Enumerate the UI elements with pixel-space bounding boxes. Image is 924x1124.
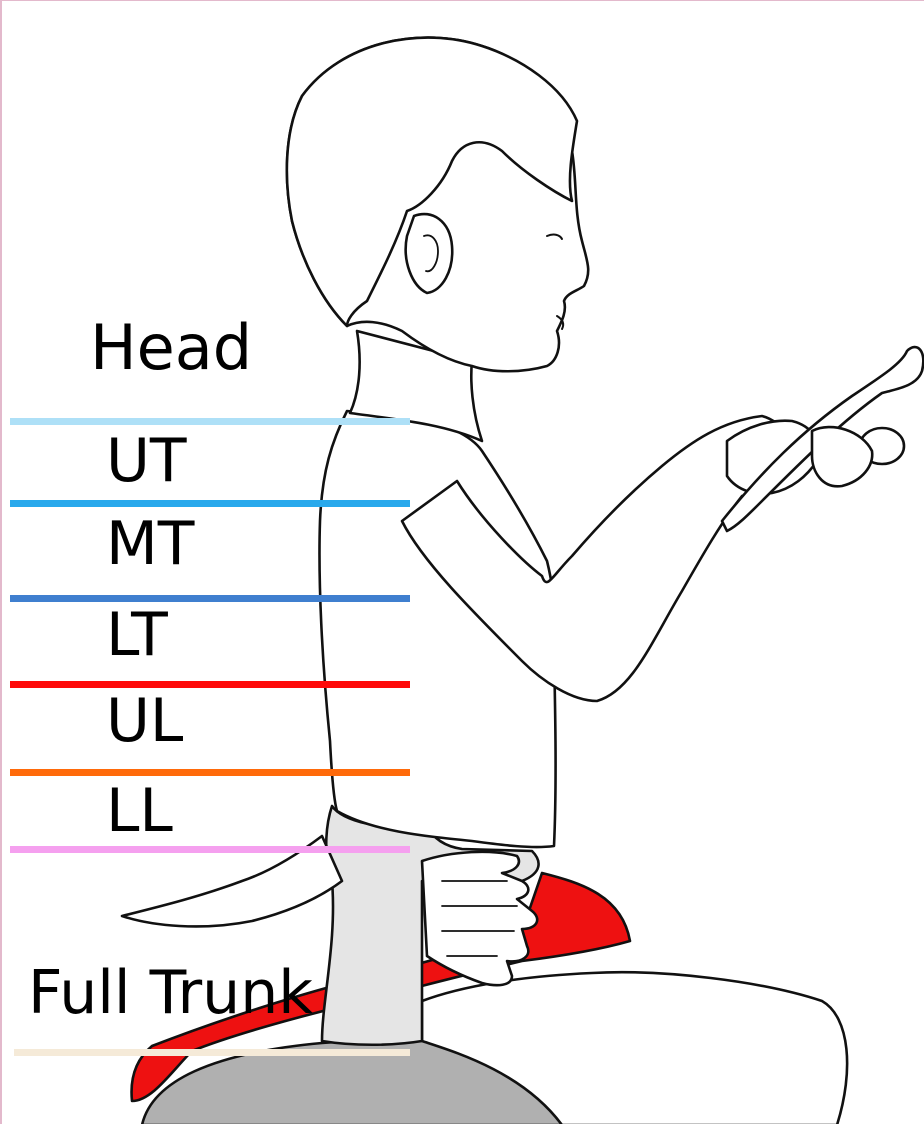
mt-label: MT [106,514,194,574]
ll-pelvis-boundary-line [10,846,410,853]
ul-ll-boundary-line [10,769,410,776]
head-label: Head [90,317,252,379]
full-trunk-boundary-line [14,1049,410,1056]
ut-mt-boundary-line [10,500,410,507]
ul-label: UL [106,691,183,751]
lt-label: LT [106,605,168,665]
head-ut-boundary-line [10,418,410,425]
full-trunk-label: Full Trunk [28,963,313,1023]
ll-label: LL [106,781,173,841]
ut-label: UT [106,431,187,491]
lt-ul-boundary-line [10,681,410,688]
mt-lt-boundary-line [10,595,410,602]
